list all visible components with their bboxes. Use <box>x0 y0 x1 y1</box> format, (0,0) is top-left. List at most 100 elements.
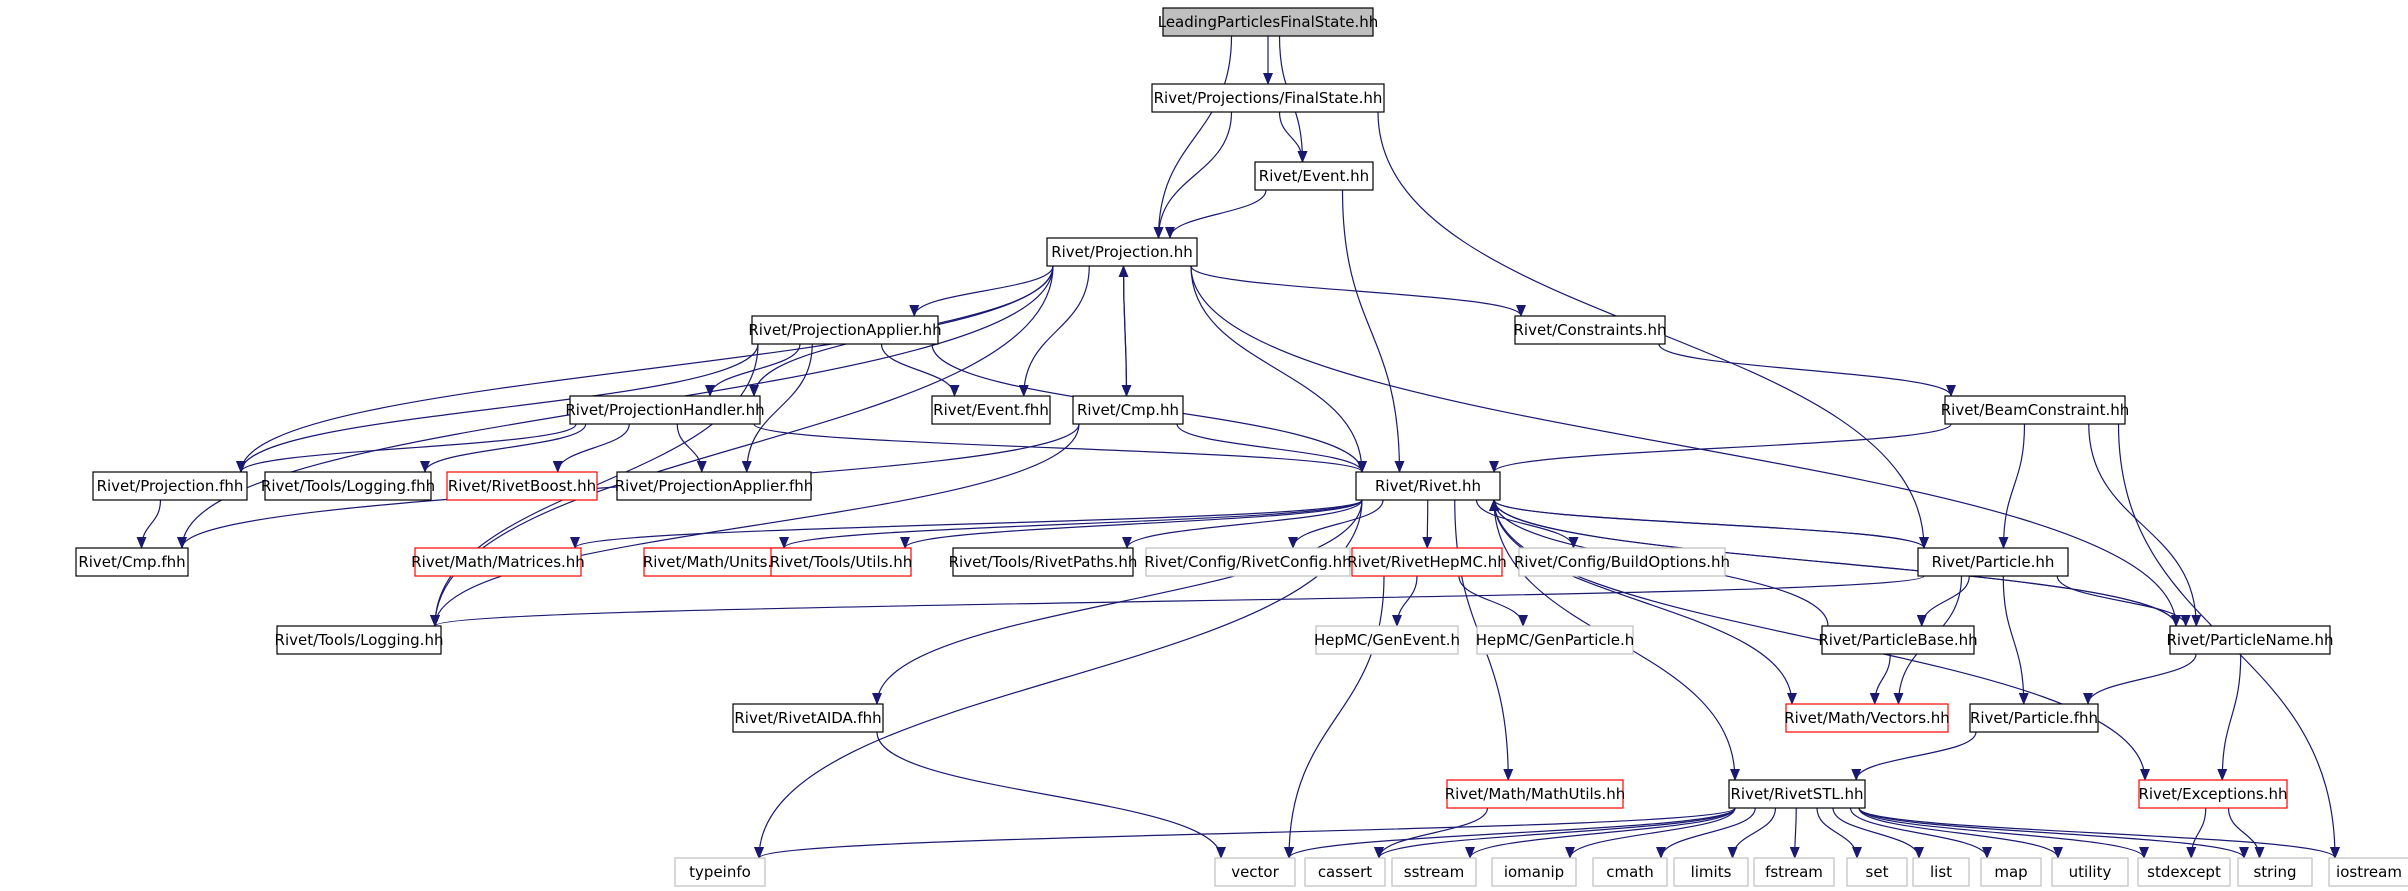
edge-rivethepmc-to-genevent <box>1392 575 1418 627</box>
node-label-genparticle: HepMC/GenParticle.h <box>1476 631 1635 649</box>
node-projappfhh[interactable]: Rivet/ProjectionApplier.fhh <box>615 471 814 501</box>
node-rivethepmc[interactable]: Rivet/RivetHepMC.hh <box>1347 547 1507 577</box>
node-box-rivetaida <box>732 703 884 733</box>
node-lpfs[interactable]: LeadingParticlesFinalState.hh <box>1158 7 1379 37</box>
node-box-particlename <box>2169 625 2331 655</box>
edge-rivetstl-to-list <box>1832 807 1924 859</box>
edge-particle-to-particlebase <box>1916 575 1970 627</box>
node-exceptions[interactable]: Rivet/Exceptions.hh <box>2138 779 2288 809</box>
edge-projhandler-to-rivet <box>753 423 1367 473</box>
node-label-vector: vector <box>1231 863 1279 881</box>
edge-rivetstl-to-utility <box>1858 807 2063 859</box>
node-label-event: Rivet/Event.hh <box>1259 167 1369 185</box>
node-box-sstream <box>1391 857 1477 887</box>
node-label-units: Rivet/Math/Units.hh <box>643 553 791 571</box>
node-matrices[interactable]: Rivet/Math/Matrices.hh <box>411 547 585 577</box>
node-label-set: set <box>1866 863 1889 881</box>
node-label-limits: limits <box>1691 863 1732 881</box>
node-genparticle: HepMC/GenParticle.h <box>1476 625 1635 655</box>
node-box-buildoptions <box>1518 547 1726 577</box>
edge-projhandler-to-projappfhh <box>676 423 707 473</box>
node-rivetboost[interactable]: Rivet/RivetBoost.hh <box>446 471 598 501</box>
edge-rivetstl-to-typeinfo <box>754 807 1736 859</box>
edge-particlename-to-exceptions <box>2217 653 2242 781</box>
node-projapp[interactable]: Rivet/ProjectionApplier.hh <box>748 315 942 345</box>
edge-particlefhh-to-rivetstl <box>1851 731 1977 781</box>
edge-particle-to-logging <box>430 575 1925 627</box>
edge-rivet-to-rivethepmc <box>1422 499 1433 549</box>
node-label-rivetstl: Rivet/RivetSTL.hh <box>1730 785 1863 803</box>
node-vectors[interactable]: Rivet/Math/Vectors.hh <box>1784 703 1950 733</box>
edge-particlename-to-particlefhh <box>2083 653 2197 705</box>
edge-particle-to-particlefhh <box>2002 575 2029 705</box>
node-label-rivethepmc: Rivet/RivetHepMC.hh <box>1347 553 1506 571</box>
node-rivetstl[interactable]: Rivet/RivetSTL.hh <box>1728 779 1866 809</box>
node-label-projapp: Rivet/ProjectionApplier.hh <box>748 321 941 339</box>
edge-projhandler-to-rivetboost <box>552 423 630 473</box>
node-label-iostream: iostream <box>2336 863 2402 881</box>
edge-rivetstl-to-set <box>1816 807 1862 859</box>
node-mathutils[interactable]: Rivet/Math/MathUtils.hh <box>1445 779 1626 809</box>
node-event[interactable]: Rivet/Event.hh <box>1254 161 1374 191</box>
node-iostream: iostream <box>2328 857 2408 887</box>
edge-rivetstl-to-fstream <box>1789 807 1800 859</box>
node-box-genevent <box>1315 625 1459 655</box>
node-vector: vector <box>1214 857 1296 887</box>
node-label-rivetaida: Rivet/RivetAIDA.fhh <box>734 709 881 727</box>
node-limits: limits <box>1673 857 1749 887</box>
edge-proj-to-rivet <box>1190 265 1367 473</box>
edge-rivetstl-to-vector <box>1284 807 1736 859</box>
node-rivetaida[interactable]: Rivet/RivetAIDA.fhh <box>732 703 884 733</box>
node-utils[interactable]: Rivet/Tools/Utils.hh <box>770 547 912 577</box>
node-logging[interactable]: Rivet/Tools/Logging.hh <box>275 625 444 655</box>
node-rivetconfig: Rivet/Config/RivetConfig.hh <box>1144 547 1352 577</box>
node-logfhh[interactable]: Rivet/Tools/Logging.fhh <box>261 471 435 501</box>
node-cmpfhh[interactable]: Rivet/Cmp.fhh <box>75 547 189 577</box>
node-beamconstraint[interactable]: Rivet/BeamConstraint.hh <box>1941 395 2130 425</box>
node-box-logfhh <box>264 471 432 501</box>
node-fs[interactable]: Rivet/Projections/FinalState.hh <box>1151 83 1385 113</box>
node-particlefhh[interactable]: Rivet/Particle.fhh <box>1969 703 2099 733</box>
node-label-rivetconfig: Rivet/Config/RivetConfig.hh <box>1144 553 1351 571</box>
node-projhandler[interactable]: Rivet/ProjectionHandler.hh <box>565 395 765 425</box>
node-label-beamconstraint: Rivet/BeamConstraint.hh <box>1941 401 2130 419</box>
node-box-vectors <box>1785 703 1949 733</box>
node-box-event <box>1254 161 1374 191</box>
node-label-projappfhh: Rivet/ProjectionApplier.fhh <box>615 477 814 495</box>
node-label-iomanip: iomanip <box>1504 863 1564 881</box>
edge-rivetstl-to-cassert <box>1374 807 1736 859</box>
edge-rivethepmc-to-genparticle <box>1458 575 1528 627</box>
edge-proj-to-eventfhh <box>1018 265 1090 397</box>
node-label-proj: Rivet/Projection.hh <box>1051 243 1193 261</box>
edge-rivetstl-to-sstream <box>1465 807 1736 859</box>
node-label-buildoptions: Rivet/Config/BuildOptions.hh <box>1514 553 1730 571</box>
node-projfhh[interactable]: Rivet/Projection.fhh <box>92 471 248 501</box>
edge-beamconstraint-to-particlename <box>2088 423 2202 627</box>
node-box-limits <box>1673 857 1749 887</box>
edge-rivet-to-rivetconfig <box>1288 499 1384 549</box>
edge-proj-to-particlename <box>1190 265 2181 627</box>
node-set: set <box>1846 857 1908 887</box>
node-label-utils: Rivet/Tools/Utils.hh <box>770 553 912 571</box>
node-box-lpfs <box>1162 7 1374 37</box>
node-box-rivetboost <box>446 471 598 501</box>
node-box-constraints <box>1514 315 1666 345</box>
node-particlebase[interactable]: Rivet/ParticleBase.hh <box>1818 625 1978 655</box>
node-cmp[interactable]: Rivet/Cmp.hh <box>1072 395 1184 425</box>
node-particle[interactable]: Rivet/Particle.hh <box>1917 547 2069 577</box>
node-constraints[interactable]: Rivet/Constraints.hh <box>1514 315 1667 345</box>
node-eventfhh[interactable]: Rivet/Event.fhh <box>931 395 1051 425</box>
node-cassert: cassert <box>1304 857 1386 887</box>
node-units[interactable]: Rivet/Math/Units.hh <box>643 547 791 577</box>
node-particlename[interactable]: Rivet/ParticleName.hh <box>2166 625 2334 655</box>
node-box-fstream <box>1753 857 1835 887</box>
node-label-utility: utility <box>2069 863 2112 881</box>
node-rivetpaths[interactable]: Rivet/Tools/RivetPaths.hh <box>949 547 1138 577</box>
edge-proj-to-projfhh <box>236 265 1054 473</box>
node-box-mathutils <box>1446 779 1624 809</box>
node-proj[interactable]: Rivet/Projection.hh <box>1046 237 1198 267</box>
node-box-set <box>1846 857 1908 887</box>
node-box-rivet <box>1355 471 1501 501</box>
node-box-projfhh <box>92 471 248 501</box>
node-rivet[interactable]: Rivet/Rivet.hh <box>1355 471 1501 501</box>
